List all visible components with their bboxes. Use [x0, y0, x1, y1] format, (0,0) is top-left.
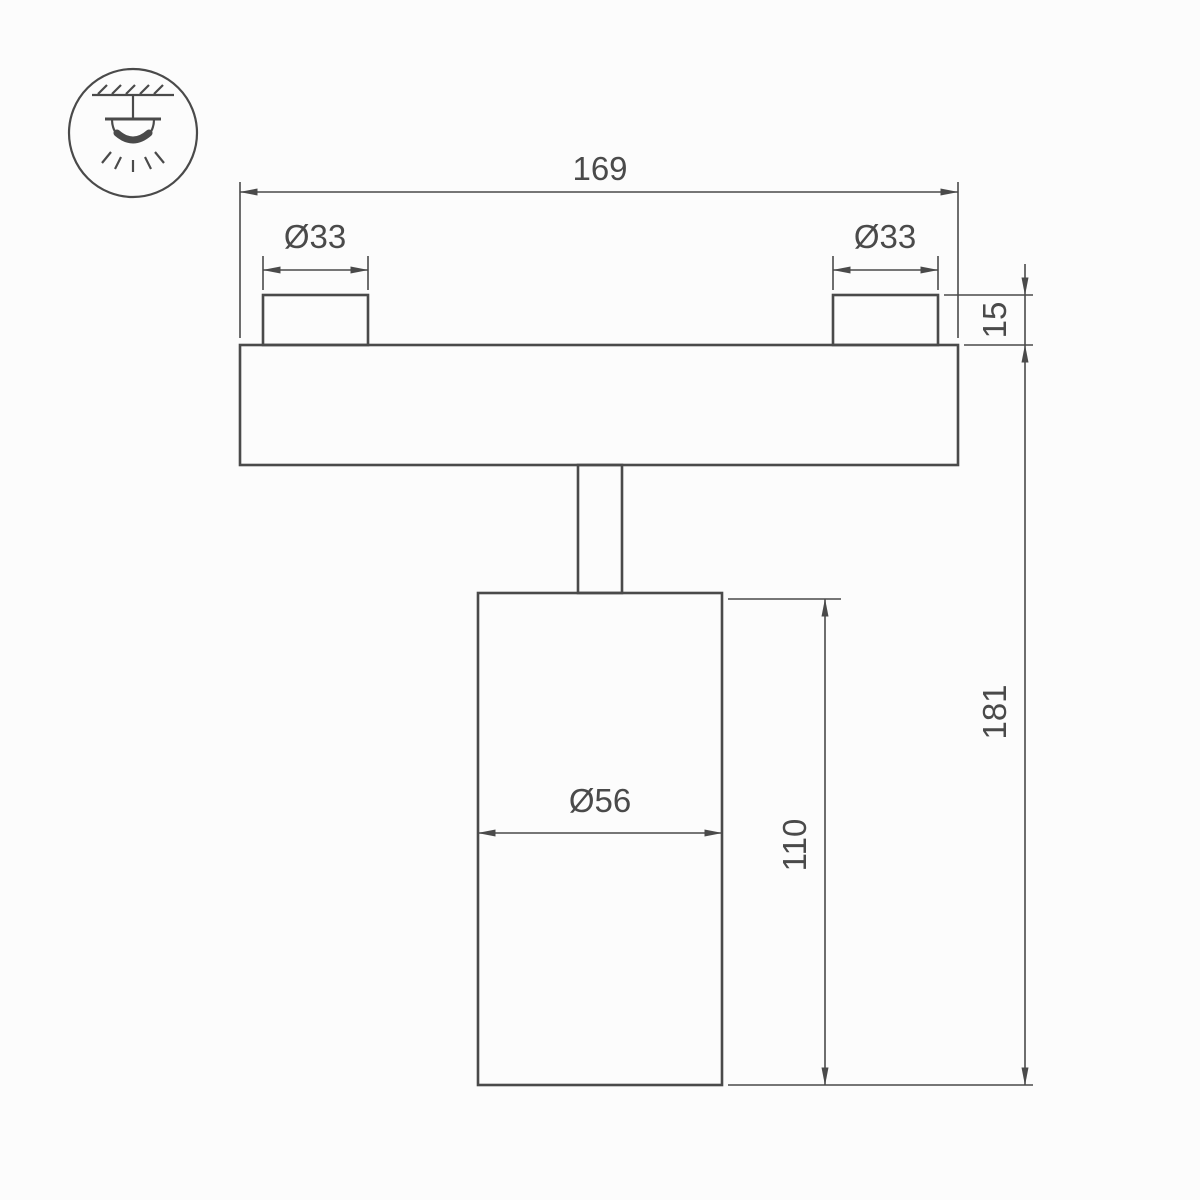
- icon-lamp-opening: [113, 129, 153, 144]
- icon-ceiling-hatching: [97, 84, 164, 95]
- dimension-connector-height: 15: [944, 264, 1033, 346]
- dimension-total-height: 181: [728, 344, 1033, 1086]
- lamp-body: [476, 591, 724, 1087]
- dimension-left-connector: Ø33: [262, 218, 369, 290]
- fixture-outline: [238, 293, 960, 1087]
- dimension-track-width: 169: [239, 150, 959, 338]
- dim-label-right-connector-diameter: Ø33: [854, 218, 916, 255]
- dim-label-total-height: 181: [976, 684, 1013, 739]
- stem: [576, 463, 624, 595]
- left-connector: [261, 293, 370, 347]
- dim-label-track-width: 169: [572, 150, 627, 187]
- dimension-body-height: 110: [728, 598, 841, 1086]
- ceiling-pendant-light-icon: [67, 67, 199, 199]
- dim-label-connector-height: 15: [976, 302, 1013, 339]
- dim-label-left-connector-diameter: Ø33: [284, 218, 346, 255]
- right-connector: [831, 293, 940, 347]
- icon-circle: [67, 67, 199, 199]
- dimension-right-connector: Ø33: [832, 218, 939, 290]
- dim-label-body-diameter: Ø56: [569, 782, 631, 819]
- track-body: [238, 343, 960, 467]
- dimension-body-diameter: Ø56: [477, 782, 723, 837]
- icon-light-rays: [101, 151, 165, 172]
- dim-label-body-height: 110: [776, 819, 813, 872]
